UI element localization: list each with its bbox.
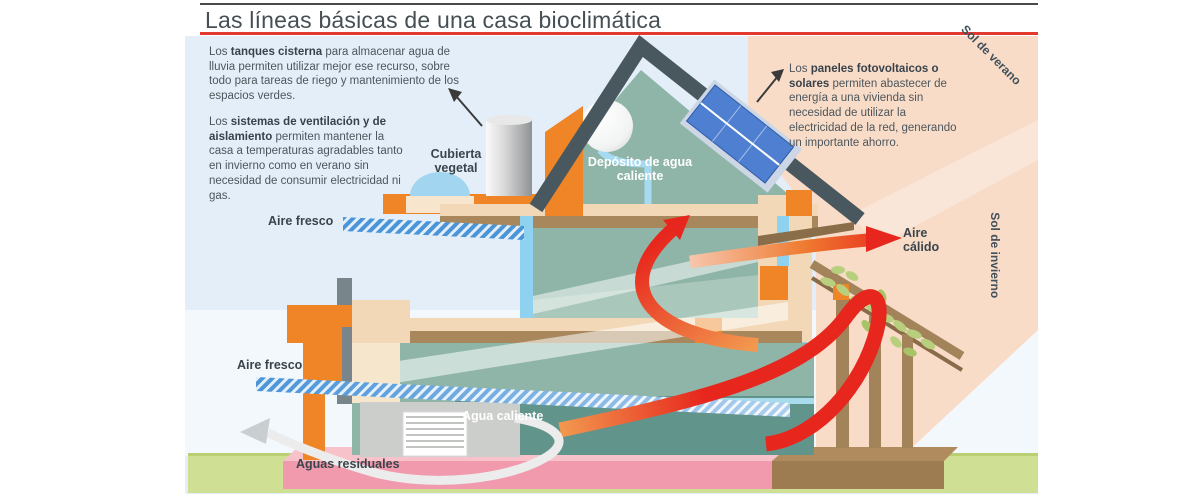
waste-water-arrowhead — [240, 418, 270, 444]
annotation-bold: tanques cisterna — [230, 46, 323, 58]
left-wall-pipe — [520, 216, 533, 318]
annotation-arrow-cistern — [455, 95, 483, 127]
hot-water-pipe — [597, 147, 652, 204]
label-hot-water: Agua caliente — [462, 409, 544, 423]
annotation-text: Los — [789, 63, 811, 75]
skylight-dome — [410, 172, 470, 196]
label-fresh-air-lower: Aire fresco — [237, 358, 303, 372]
pergola-deck-top — [772, 447, 958, 461]
annotation-bold: paneles fotovoltaicos o solares — [789, 63, 939, 90]
warm-air-exit-arrowhead — [866, 226, 902, 252]
porch-orange-leg — [322, 327, 342, 387]
label-waste-water: Aguas residuales — [296, 457, 400, 471]
fresh-air-band-upper — [343, 217, 524, 240]
annotation-arrowhead-cistern — [448, 88, 462, 102]
cistern-tank-top — [486, 115, 532, 125]
label-green-roof: Cubierta vegetal — [430, 147, 482, 176]
pergola-deck-front — [772, 461, 944, 489]
attic-slab-front — [440, 216, 818, 228]
annotation-bold: sistemas de ventilación y de aislamiento — [209, 116, 387, 143]
annotation-ventilation-systems: Los sistemas de ventilación y de aislami… — [209, 115, 411, 203]
label-fresh-air-upper: Aire fresco — [268, 214, 334, 228]
warm-air-exit-arrow — [689, 233, 869, 269]
label-winter-sun: Sol de invierno — [988, 212, 1003, 299]
right-wall-orange-top — [786, 190, 812, 216]
right-wall-orange-mid — [760, 266, 788, 300]
solar-panel — [679, 79, 803, 193]
porch-orange-cap — [287, 305, 352, 343]
annotation-arrowhead-panel — [771, 69, 784, 82]
header-red-rule — [200, 32, 1038, 35]
header-top-rule — [200, 3, 1038, 5]
warm-air-loop-arrow — [558, 289, 887, 452]
sun-ray — [850, 120, 1038, 245]
warm-air-rise-arrowhead — [663, 215, 690, 240]
annotation-text: Los — [209, 116, 231, 128]
warm-air-rise-arrow — [635, 224, 759, 352]
annotation-text: permiten abastecer de energía a una vivi… — [789, 77, 957, 149]
eave-underside — [758, 222, 854, 246]
annotation-text: Los — [209, 46, 231, 58]
annotation-text: permiten mantener la casa a temperaturas… — [209, 130, 403, 202]
boiler-grille — [402, 411, 468, 457]
label-warm-air: Aire cálido — [903, 226, 940, 255]
cistern-tank — [486, 120, 532, 196]
porch-wall — [352, 300, 410, 343]
porch-orange-column — [303, 343, 325, 460]
waste-water-pipe — [266, 413, 564, 485]
annotation-solar-panels: Los paneles fotovoltaicos o solares perm… — [789, 62, 965, 150]
page-title: Las líneas básicas de una casa bioclimát… — [205, 7, 662, 33]
annotation-cistern-tanks: Los tanques cisterna para almacenar agua… — [209, 45, 465, 104]
annotation-text: para almacenar agua de lluvia permiten u… — [209, 46, 459, 103]
label-hot-water-tank: Depósito de agua caliente — [587, 155, 693, 184]
annotation-arrow-panel — [756, 75, 779, 103]
